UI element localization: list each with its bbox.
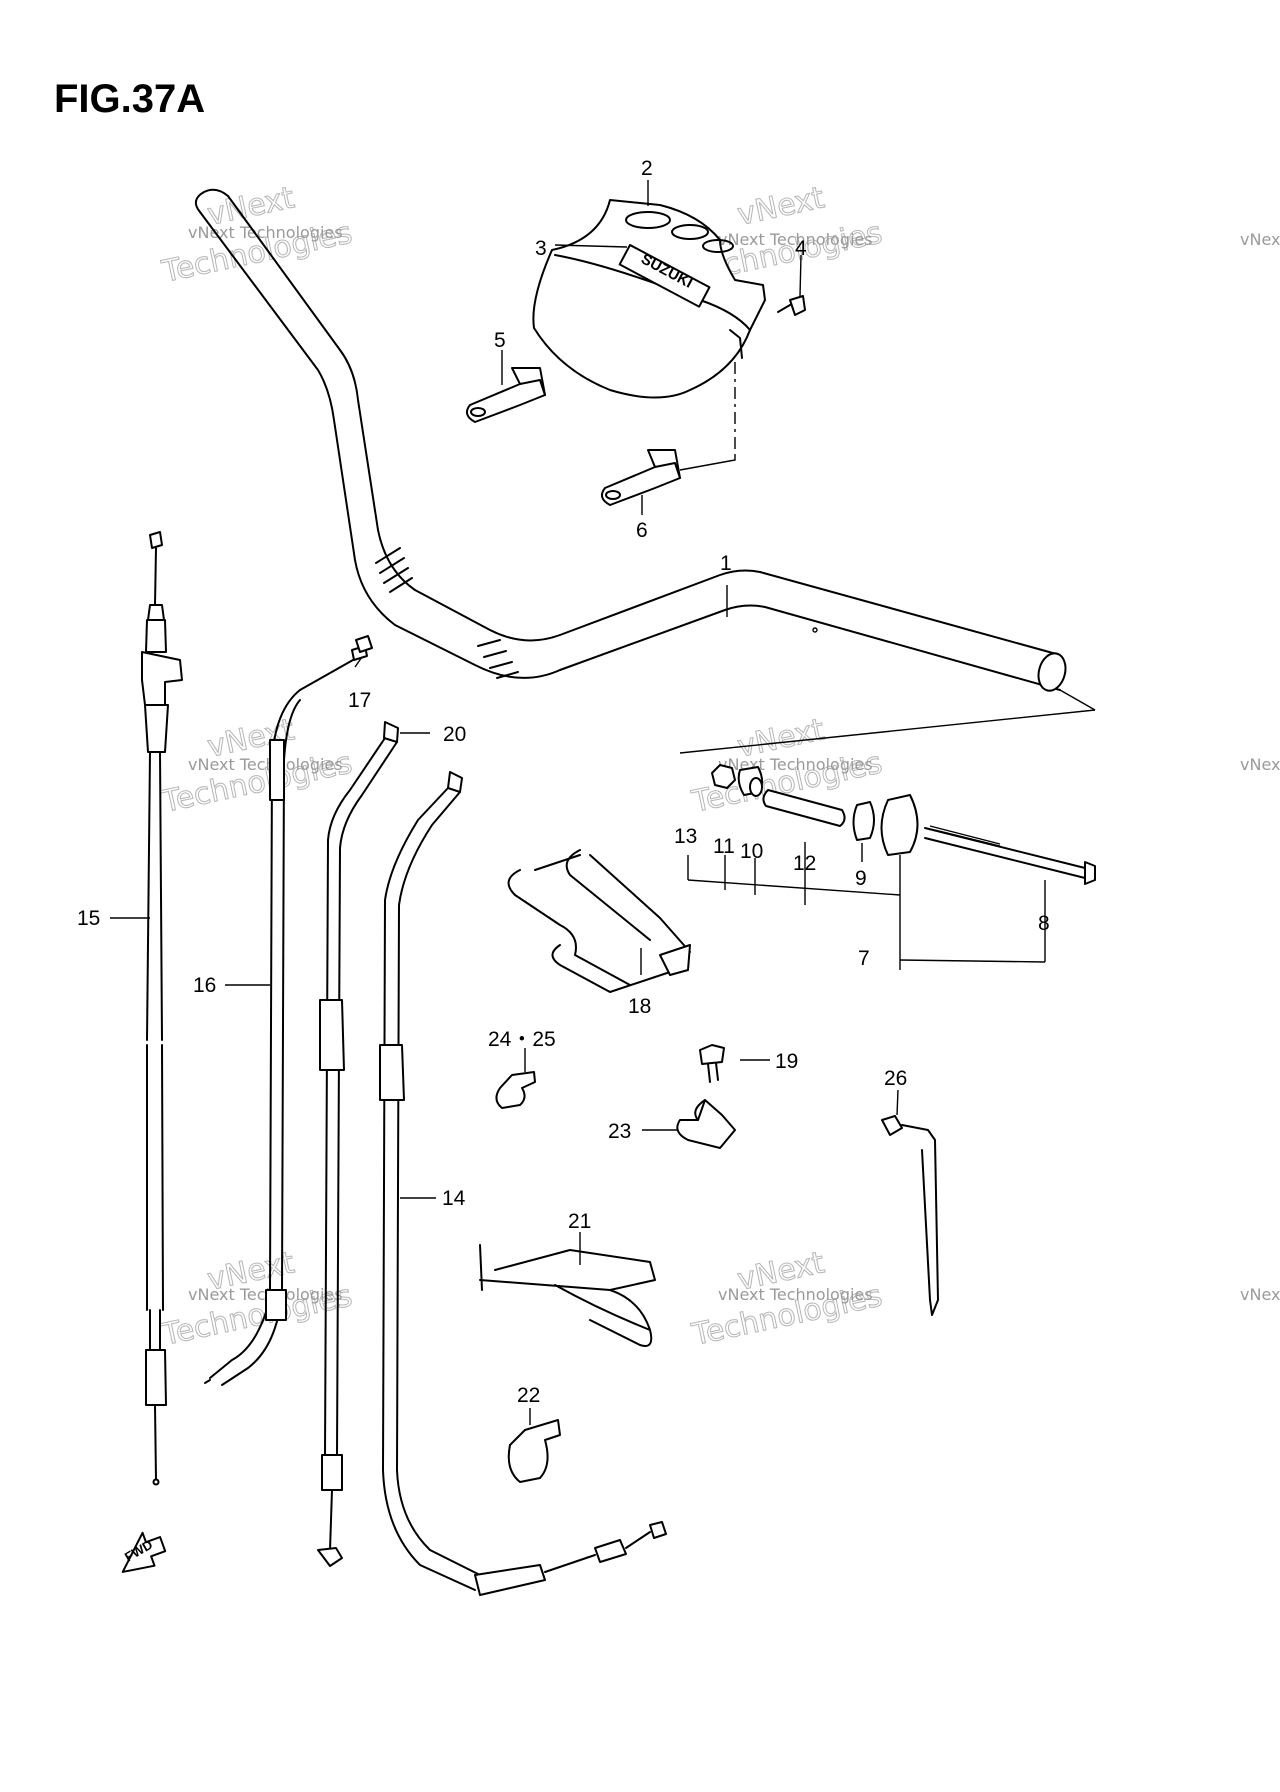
balancer-assembly [711,764,1096,885]
knurl-right [477,639,519,679]
watermark-small: vNext Technologies [718,230,873,249]
watermark-small: vNext Technologies [188,223,343,242]
watermark-small: vNext Technologies [1240,755,1280,774]
callout-9: 9 [855,867,867,890]
nut [711,764,736,789]
callout-2: 2 [641,157,653,180]
throttle-cable [141,531,183,1486]
watermark-small: vNext Technologies [1240,1285,1280,1304]
watermark-small: vNext Technologies [188,755,343,774]
bracket-left [465,367,546,423]
cap [355,635,373,653]
cable-tie [881,1115,939,1316]
pipe [762,789,846,827]
callout-4: 4 [795,237,807,260]
callout-10: 10 [740,840,763,863]
callout-20: 20 [443,723,466,746]
watermark-small: vNext Technologies [1240,230,1280,249]
watermark-large: vNext [734,180,827,233]
callout-12: 12 [793,852,816,875]
rear-brake-cable [379,771,667,1596]
leader-lines [110,180,1046,1425]
handlebar-cover: SUZUKI [532,199,766,471]
bracket-right [600,449,681,506]
callout-1: 1 [720,552,732,575]
callout-21: 21 [568,1210,591,1233]
choke-cable [204,645,368,1386]
bolt [924,827,1086,879]
cushion [852,801,875,841]
callout-6: 6 [636,519,648,542]
clamp-large [507,1419,561,1483]
callout-15: 15 [77,907,100,930]
callout-13: 13 [674,825,697,848]
callout-23: 23 [608,1120,631,1143]
bolt-small [699,1044,725,1083]
fwd-arrow-icon: FWD [121,1531,167,1573]
clamp-bracket [676,1099,736,1149]
balancer-weight [880,794,919,856]
callout-8: 8 [1038,912,1050,935]
callout-7: 7 [858,947,870,970]
watermark-small: vNext Technologies [718,1285,873,1304]
washer [749,777,763,797]
callout-22: 22 [517,1384,540,1407]
clamp-small [495,1071,536,1109]
callout-17: 17 [348,689,371,712]
cable-guide [479,1244,656,1347]
handlebar [194,188,1096,754]
brake-cable-long [317,721,399,1567]
figure-title: FIG.37A [54,77,205,121]
callout-14: 14 [442,1187,466,1210]
screw [777,295,806,316]
callout-5: 5 [494,329,506,352]
callout-24-25: 24・25 [488,1028,556,1051]
callout-3: 3 [535,237,547,260]
callout-26: 26 [884,1067,907,1090]
callout-16: 16 [193,974,216,997]
knurl-left [375,547,413,593]
wire-holder [507,849,691,993]
callouts: 2 3 4 5 6 1 17 20 13 11 10 12 9 8 7 15 1… [77,157,1050,1407]
callout-18: 18 [628,995,651,1018]
callout-11: 11 [713,835,735,858]
callout-19: 19 [775,1050,798,1073]
